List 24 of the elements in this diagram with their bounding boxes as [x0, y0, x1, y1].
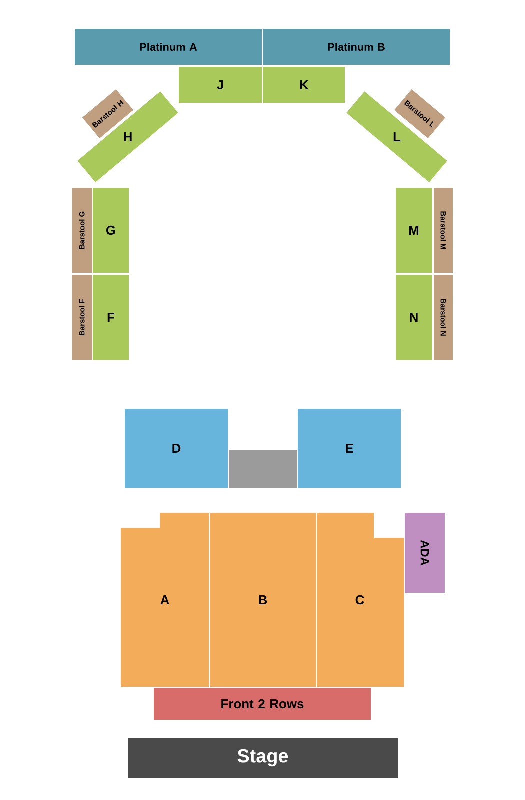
- seating-section: C: [317, 513, 404, 687]
- node-label: J: [217, 80, 224, 90]
- seating-section: D: [125, 409, 228, 488]
- empty-section: [229, 450, 297, 488]
- node-label: B: [259, 596, 268, 604]
- node-label: K: [300, 80, 309, 90]
- seating-section: Platinum A: [75, 29, 262, 65]
- seating-section: N: [396, 275, 432, 360]
- node-label: A: [160, 596, 170, 604]
- seating-section: Platinum B: [263, 29, 450, 65]
- seating-section: F: [93, 275, 129, 360]
- seating-section: A: [121, 513, 209, 687]
- node-label: C: [356, 595, 364, 605]
- node-label: Platinum A: [140, 42, 198, 52]
- stage-block: Stage: [128, 738, 398, 778]
- seating-section: E: [298, 409, 401, 488]
- seating-section: Front 2 Rows: [154, 688, 371, 720]
- seating-section: B: [210, 513, 316, 687]
- node-label: Platinum B: [328, 42, 385, 52]
- seating-section: J: [179, 67, 262, 103]
- seating-section: M: [396, 188, 432, 273]
- seating-section: ADA: [405, 513, 445, 593]
- seating-section: G: [93, 188, 129, 273]
- seating-section: K: [263, 67, 345, 103]
